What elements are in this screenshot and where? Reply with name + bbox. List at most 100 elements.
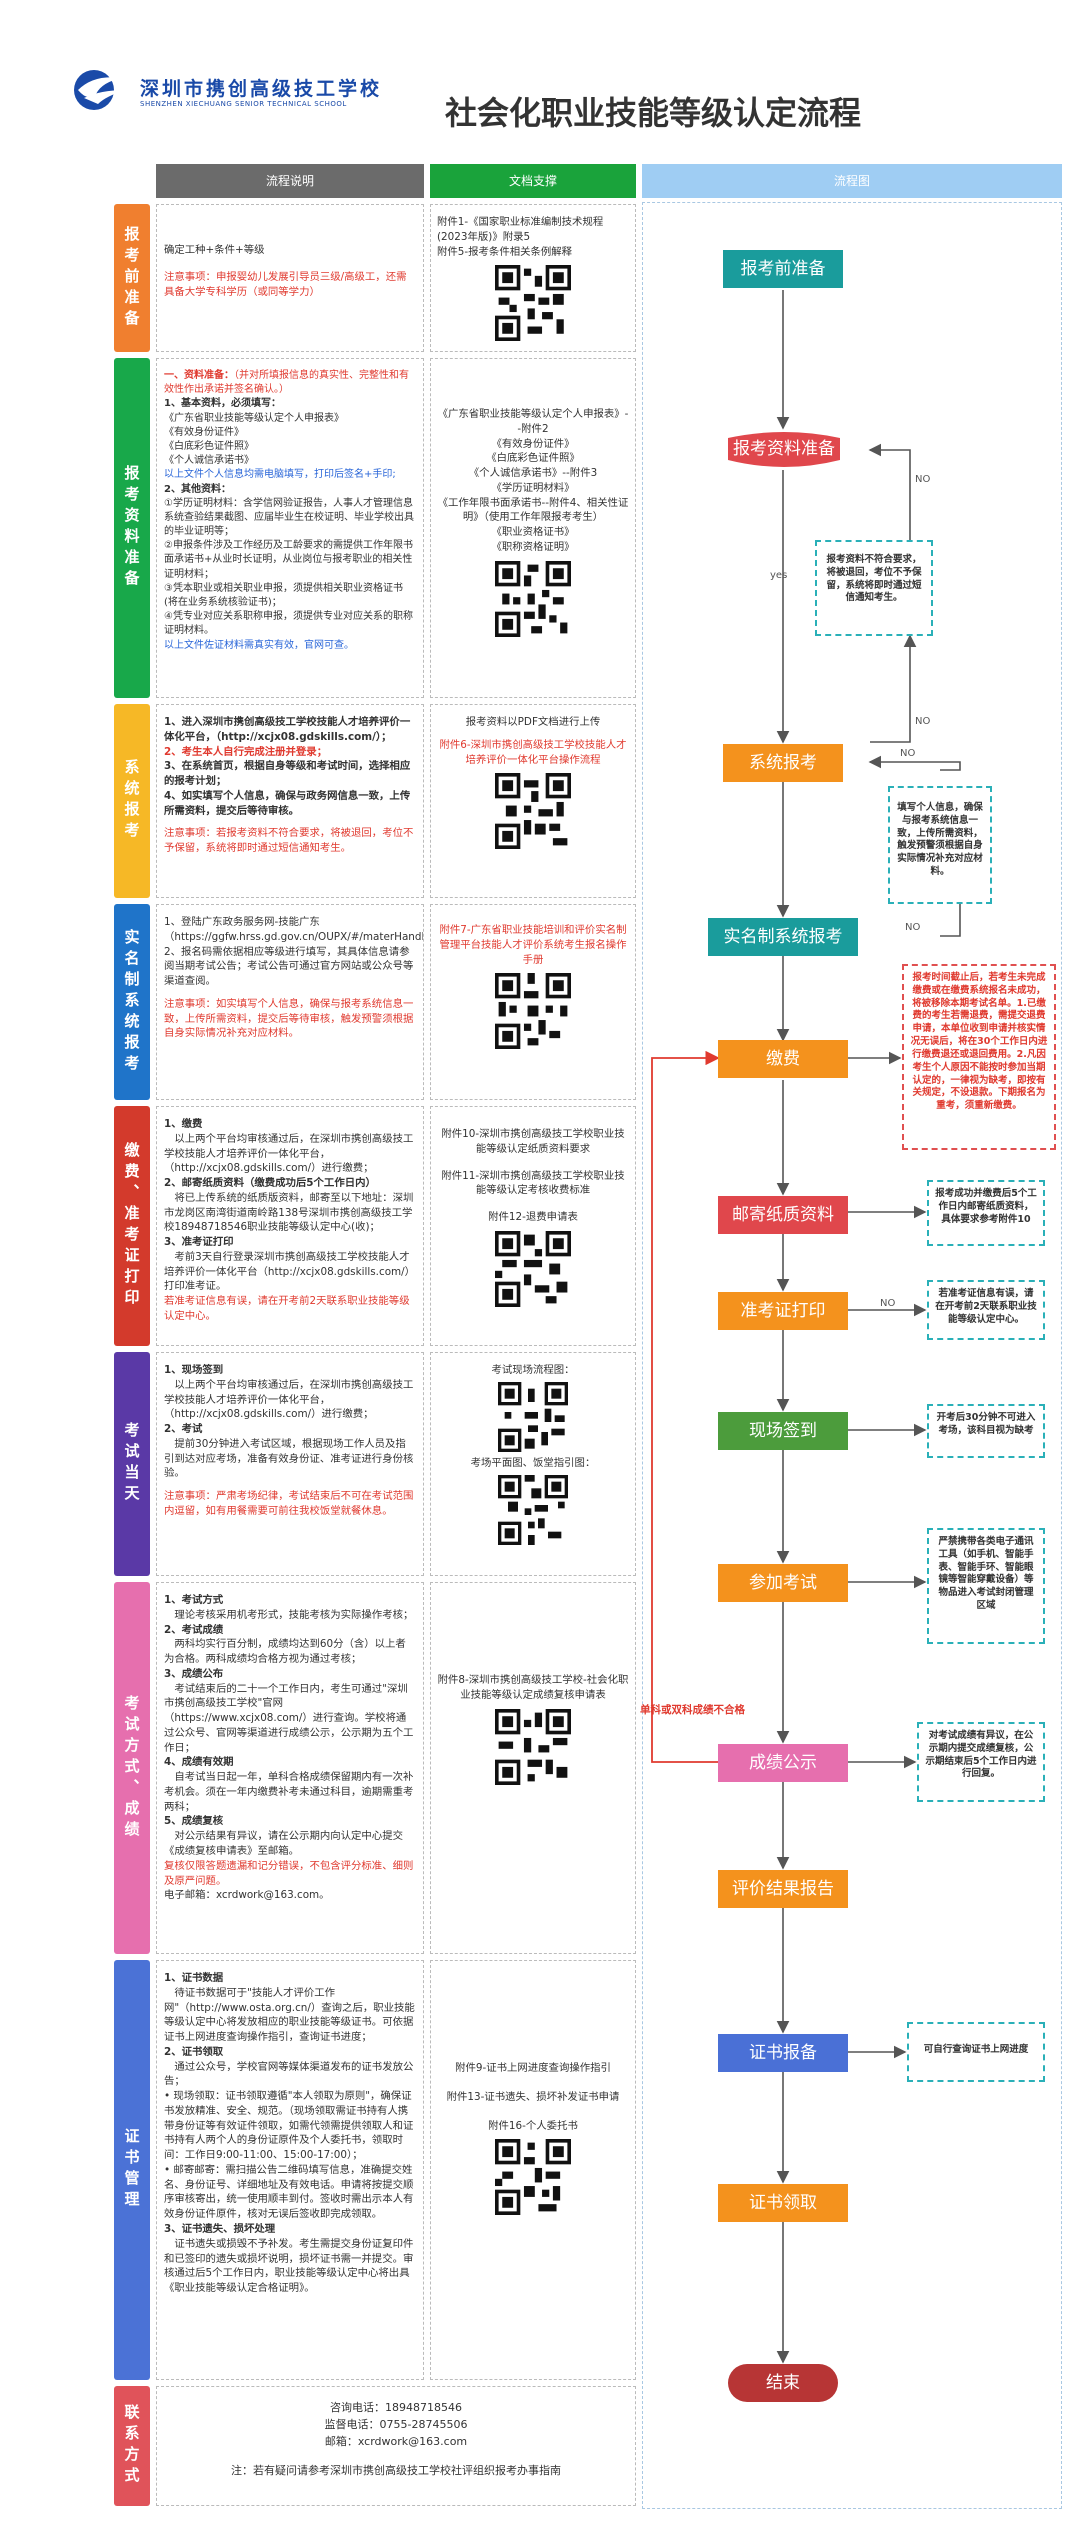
flow-node-materials-shape[interactable] [720, 430, 848, 470]
contact-email[interactable]: 邮箱：xcrdwork@163.com [324, 2435, 468, 2449]
desc-blue: 以上文件佐证材料需真实有效，官网可查。 [164, 639, 354, 651]
desc-item: 2、报名码需依据相应等级进行填写，其具体信息请参阅当期考试公告；考试公告可通过官… [164, 945, 414, 988]
edge-label-fail: 单科或双科成绩不合格 [640, 1704, 745, 1716]
school-name-cn: 深圳市携创高级技工学校 [140, 78, 383, 100]
flow-note-mail: 报考成功并缴费后5个工作日内邮寄纸质资料，具体要求参考附件10 [927, 1180, 1045, 1246]
flow-node-mail[interactable]: 邮寄纸质资料 [718, 1196, 848, 1234]
doc-item[interactable]: 附件7-广东省职业技能培训和评价实名制管理平台技能人才评价系统考生报名操作手册 [439, 924, 627, 966]
stage-desc-cert: 1、证书数据 待证书数据可于"技能人才评价工作网"（http://www.ost… [156, 1960, 424, 2380]
flow-node-materials[interactable]: 报考资料准备 [733, 439, 835, 459]
desc-item: 证书遗失或损毁不予补发。考生需提交身份证复印件和已签印的遗失或损坏说明，损坏证书… [164, 2237, 414, 2295]
stage-label-examday: 考试当天 [114, 1352, 150, 1576]
qr-code-icon[interactable] [495, 1708, 571, 1785]
doc-item[interactable]: 《有效身份证件》 [491, 437, 575, 450]
flow-node-report[interactable]: 评价结果报告 [718, 1870, 848, 1908]
desc-item: 将已上传系统的纸质版资料，邮寄至以下地址：深圳市龙岗区南湾街道南岭路138号深圳… [164, 1191, 414, 1234]
doc-item[interactable]: 《学历证明材料》 [491, 481, 575, 494]
desc-item: 《广东省职业技能等级认定个人申报表》 [164, 412, 344, 424]
stage-docs-prep: 附件1-《国家职业标准编制技术规程(2023年版)》附录5 附件5-报考条件相关… [430, 204, 636, 352]
stage-docs-pay: 附件10-深圳市携创高级技工学校职业技能等级认定纸质资料要求 附件11-深圳市携… [430, 1106, 636, 1346]
desc-item: 1、登陆广东政务服务网-技能广东（https://ggfw.hrss.gd.go… [164, 916, 424, 943]
contact-phone[interactable]: 咨询电话：18948718546 [330, 2401, 462, 2414]
desc-item: 3、在系统首页，根据自身等级和考试时间，选择相应的报考计划； [164, 760, 411, 788]
doc-item: 报考资料以PDF文档进行上传 [465, 716, 601, 728]
qr-code-icon[interactable] [495, 973, 571, 1050]
doc-item[interactable]: 附件8-深圳市携创高级技工学校-社会化职业技能等级认定成绩复核申请表 [437, 1674, 629, 1701]
stage-docs-cert: 附件9-证书上网进度查询操作指引 附件13-证书遗失、损坏补发证书申请 附件16… [430, 1960, 636, 2380]
flow-note-checkin: 开考后30分钟不可进入考场，该科目视为缺考 [927, 1404, 1045, 1458]
flow-node-system[interactable]: 系统报考 [723, 744, 843, 782]
desc-other: 2、其他资料： [164, 483, 231, 495]
flow-node-exam[interactable]: 参加考试 [718, 1564, 848, 1602]
stage-label-contact: 联系方式 [114, 2386, 150, 2506]
desc-item: 以上两个平台均审核通过后，在深圳市携创高级技工学校技能人才培养评价一体化平台，（… [164, 1132, 414, 1175]
stage-label-results: 考试方式、成绩 [114, 1582, 150, 1954]
desc-item: 4、如实填写个人信息，确保与政务网信息一致，上传所需资料，提交后等待审核。 [164, 789, 411, 817]
doc-item[interactable]: 《职业资格证书》 [491, 526, 575, 539]
stage-docs-examday: 考试现场流程图： 考场平面图、饭堂指引图： [430, 1352, 636, 1576]
flow-node-checkin[interactable]: 现场签到 [718, 1412, 848, 1450]
doc-item[interactable]: 附件12-退费申请表 [488, 1211, 578, 1224]
doc-item[interactable]: 《广东省职业技能等级认定个人申报表》--附件2 [437, 408, 629, 435]
desc-note: 若准考证信息有误，请在开考前2天联系职业技能等级认定中心。 [164, 1295, 410, 1322]
flow-node-end[interactable]: 结束 [728, 2364, 838, 2402]
desc-head-text: 一、资料准备： [164, 370, 234, 381]
flow-note-realname: 填写个人信息，确保与报考系统信息一致，上传所需资料，触发预警须根据自身实际情况补… [888, 786, 992, 904]
stage-label-system: 系统报考 [114, 704, 150, 898]
doc-item[interactable]: 附件9-证书上网进度查询操作指引 [455, 2062, 611, 2074]
desc-blue: 以上文件个人信息均需电脑填写，打印后签名+手印; [164, 469, 396, 481]
doc-item[interactable]: 附件10-深圳市携创高级技工学校职业技能等级认定纸质资料要求 [441, 1128, 625, 1155]
desc-note: 注意事项：申报婴幼儿发展引导员三级/高级工，还需具备大学专科学历（或同等学力） [164, 270, 407, 298]
doc-item[interactable]: 附件11-深圳市携创高级技工学校职业技能等级认定考核收费标准 [441, 1169, 625, 1197]
edge-label-no: NO [900, 748, 916, 759]
school-logo-icon [74, 70, 126, 110]
qr-code-icon[interactable] [498, 1381, 568, 1452]
desc-note: 复核仅限答题遗漏和记分错误，不包含评分标准、细则及原严问题。 [164, 1859, 414, 1887]
flow-node-realname[interactable]: 实名制系统报考 [708, 918, 858, 956]
doc-item[interactable]: 《工作年限书面承诺书--附件4、相关性证明》（使用工作年限报考考生） [437, 496, 629, 524]
qr-code-icon[interactable] [495, 265, 571, 342]
doc-item[interactable]: 附件6-深圳市携创高级技工学校技能人才培养评价一体化平台操作流程 [439, 738, 627, 766]
desc-item: ①学历证明材料：含学信网验证报告，人事人才管理信息系统查验结果截图、应届毕业生在… [164, 497, 414, 538]
school-name-en: SHENZHEN XIECHUANG SENIOR TECHNICAL SCHO… [140, 100, 347, 108]
doc-item[interactable]: 附件1-《国家职业标准编制技术规程(2023年版)》附录5 [437, 216, 604, 243]
contact-supervise[interactable]: 监督电话：0755-28745506 [324, 2418, 468, 2432]
edge-label-no: NO [905, 922, 921, 933]
flow-note-ticket: 若准考证信息有误，请在开考前2天联系职业技能等级认定中心。 [927, 1280, 1045, 1340]
desc-item: 《白底彩色证件照》 [164, 440, 254, 452]
qr-code-icon[interactable] [495, 2139, 571, 2216]
qr-code-icon[interactable] [495, 773, 571, 850]
desc-item: 1、考试方式 [164, 1594, 224, 1606]
flow-node-cert-get[interactable]: 证书领取 [718, 2184, 848, 2222]
doc-item[interactable]: 《白底彩色证件照》 [486, 452, 580, 465]
doc-item[interactable]: 附件5-报考条件相关条例解释 [437, 245, 573, 258]
stage-desc-system: 1、进入深圳市携创高级技工学校技能人才培养评价一体化平台，（http://xcj… [156, 704, 424, 898]
desc-item: 通过公众号，学校官网等媒体渠道发布的证书发放公告； [164, 2060, 414, 2088]
desc-email[interactable]: 电子邮箱：xcrdwork@163.com。 [164, 1889, 330, 1902]
desc-note: 注意事项：若报考资料不符合要求，将被退回，考位不予保留，系统将即时通过短信通知考… [164, 827, 414, 855]
flow-column-frame [642, 202, 1062, 2509]
doc-item[interactable]: 附件16-个人委托书 [488, 2119, 578, 2132]
desc-item: • 现场领取：证书领取遵循"本人领取为原则"，确保证书发放精准、安全、规范。（现… [164, 2090, 414, 2162]
desc-item: 2、考试成绩 [164, 1623, 224, 1636]
contact-box: 咨询电话：18948718546 监督电话：0755-28745506 邮箱：x… [156, 2386, 636, 2506]
qr-code-icon[interactable] [498, 1474, 568, 1545]
desc-note: 注意事项：严肃考场纪律，考试结束后不可在考试范围内逗留，如有用餐需要可前往我校饭… [164, 1490, 414, 1517]
qr-code-icon[interactable] [495, 1230, 571, 1307]
flow-node-prep[interactable]: 报考前准备 [723, 250, 843, 288]
flow-node-publish[interactable]: 成绩公示 [718, 1744, 848, 1782]
flow-node-pay[interactable]: 缴费 [718, 1040, 848, 1078]
flow-node-cert-report[interactable]: 证书报备 [718, 2034, 848, 2072]
stage-desc-materials: 一、资料准备：（并对所填报信息的真实性、完整性和有效性作出承诺并签名确认。） 1… [156, 358, 424, 698]
desc-item: 待证书数据可于"技能人才评价工作网"（http://www.osta.org.c… [164, 1986, 415, 2044]
desc-note: 注意事项：如实填写个人信息，确保与报考系统信息一致，上传所需资料，提交后等待审核… [164, 997, 414, 1040]
doc-item[interactable]: 《职称资格证明》 [491, 540, 575, 553]
flow-node-ticket[interactable]: 准考证打印 [718, 1292, 848, 1330]
qr-code-icon[interactable] [495, 560, 571, 637]
doc-item[interactable]: 附件13-证书遗失、损坏补发证书申请 [446, 2090, 620, 2103]
doc-item[interactable]: 《个人诚信承诺书》--附件3 [468, 467, 598, 480]
desc-item: 考前3天自行登录深圳市携创高级技工学校技能人才培养评价一体化平台（http://… [164, 1250, 416, 1293]
stage-docs-realname: 附件7-广东省职业技能培训和评价实名制管理平台技能人才评价系统考生报名操作手册 [430, 904, 636, 1100]
desc-item: 1、证书数据 [164, 1972, 224, 1984]
column-header-docs: 文档支撑 [430, 164, 636, 198]
